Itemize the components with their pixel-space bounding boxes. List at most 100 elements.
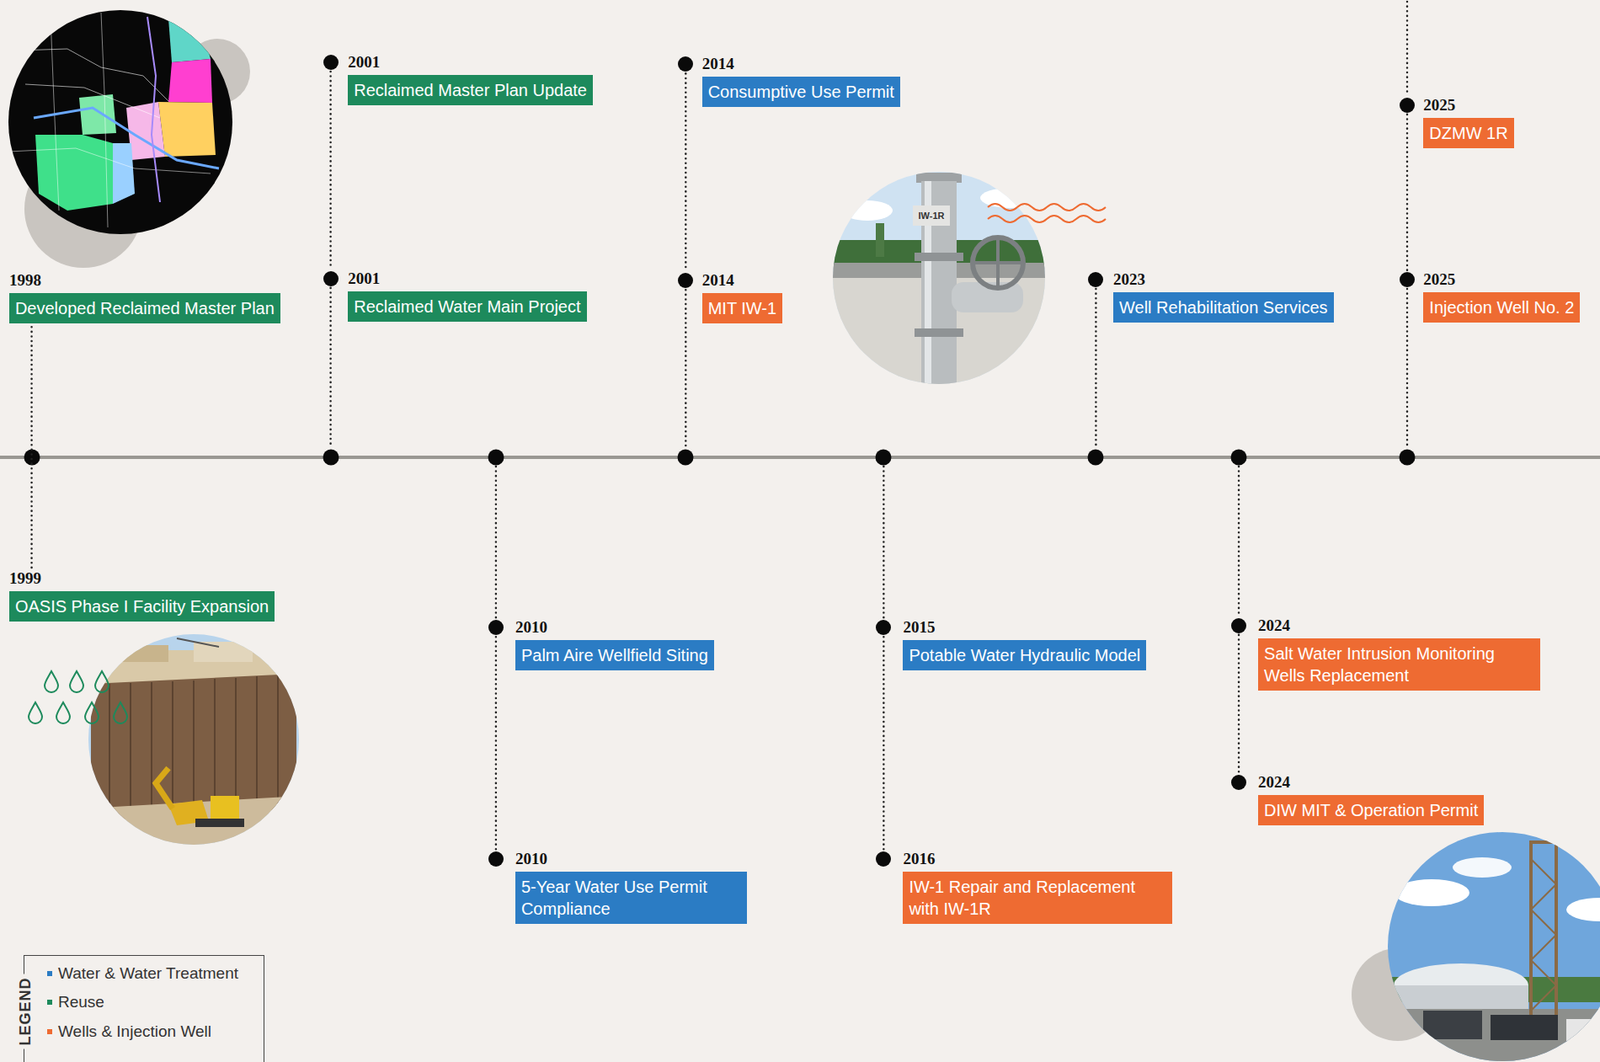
- year-label: 2024: [1258, 771, 1484, 794]
- event-box: Developed Reclaimed Master Plan: [9, 293, 281, 324]
- legend-title: LEGEND: [16, 973, 35, 1049]
- leader-line: [1406, 1, 1409, 96]
- drill-rig-photo: [1490, 1014, 1558, 1040]
- construction-photo: [192, 680, 195, 815]
- timeline-event: 1999OASIS Phase I Facility Expansion: [9, 567, 275, 622]
- map-photo: [35, 134, 113, 211]
- year-label: 2025: [1423, 94, 1514, 117]
- water-drops: [56, 702, 70, 724]
- timeline-axis: [0, 449, 1600, 466]
- dotted-connector: [1406, 114, 1409, 271]
- event-box: Palm Aire Wellfield Siting: [515, 640, 715, 671]
- map-photo: [220, 58, 240, 186]
- map-photo: [0, 0, 245, 245]
- wave-symbol: [987, 203, 1106, 211]
- timeline-dot: [323, 54, 339, 70]
- water-drops: [44, 671, 59, 693]
- valve-photo: [829, 168, 1049, 388]
- map-photo: [101, 12, 108, 228]
- drill-rig-photo: [1530, 909, 1557, 935]
- legend-box: LEGENDWater & Water TreatmentReuseWells …: [23, 954, 265, 1062]
- timeline-dot: [677, 272, 694, 288]
- drill-rig-photo: [1393, 985, 1529, 1011]
- water-drops: [85, 702, 99, 724]
- drill-rig-photo: [1530, 884, 1557, 910]
- drill-rig-photo: [1530, 858, 1557, 885]
- timeline-dot: [488, 851, 504, 867]
- timeline-dot: [677, 56, 694, 72]
- timeline-dot: [488, 619, 504, 635]
- construction-photo: [256, 676, 258, 811]
- year-label: 1999: [9, 567, 275, 590]
- timeline-event: 2025DZMW 1R: [1423, 94, 1514, 149]
- valve-photo: [829, 168, 1049, 388]
- map-photo: [0, 0, 245, 245]
- leader-line: [1237, 466, 1241, 617]
- map-photo: [25, 84, 160, 118]
- timeline-event: 2014Consumptive Use Permit: [702, 53, 901, 107]
- event-box: 5-Year Water Use Permit Compliance: [515, 871, 747, 924]
- timeline-event: 2001Reclaimed Water Main Project: [347, 267, 587, 322]
- water-drops: [28, 702, 43, 724]
- decor-circle: [24, 38, 1445, 1041]
- valve-photo: [912, 205, 950, 226]
- leader-line: [684, 289, 688, 448]
- construction-photo: [210, 795, 240, 820]
- map-photo: [168, 18, 211, 63]
- map-photo: [79, 94, 117, 135]
- construction-photo: [108, 683, 111, 821]
- dotted-connector: [30, 326, 33, 569]
- map-photo: [16, 48, 169, 102]
- leader-line: [1406, 288, 1409, 448]
- year-label: 2010: [515, 616, 715, 639]
- event-box: Salt Water Intrusion Monitoring Wells Re…: [1258, 638, 1541, 691]
- drill-rig-photo: [1530, 985, 1557, 1011]
- construction-photo: [176, 638, 219, 647]
- event-box: Injection Well No. 2: [1423, 292, 1580, 323]
- event-box: IW-1 Repair and Replacement with IW-1R: [902, 871, 1173, 924]
- year-label: 2010: [515, 848, 747, 870]
- year-label: 2001: [347, 51, 593, 74]
- year-label: 2016: [902, 848, 1173, 870]
- drill-rig-photo: [1530, 842, 1557, 1019]
- construction-photo: [84, 795, 304, 851]
- construction-photo: [171, 681, 174, 816]
- timeline-event: 2024DIW MIT & Operation Permit: [1258, 771, 1484, 826]
- timeline-axis: [1088, 449, 1104, 466]
- legend-swatch: [47, 970, 53, 976]
- timeline-axis: [677, 449, 694, 466]
- dotted-connector: [1237, 634, 1241, 774]
- timeline-axis: [488, 449, 505, 466]
- photo-label: IW-1R: [917, 210, 947, 222]
- event-box: Consumptive Use Permit: [702, 76, 901, 107]
- timeline-event: 20105-Year Water Use Permit Compliance: [515, 848, 747, 924]
- timeline-axis: [1399, 449, 1416, 466]
- event-box: DZMW 1R: [1423, 117, 1514, 149]
- year-label: 2024: [1258, 614, 1541, 637]
- construction-photo: [277, 675, 279, 810]
- construction-photo: [84, 631, 304, 851]
- timeline-event: 2010Palm Aire Wellfield Siting: [515, 616, 715, 671]
- timeline-event: 2001Reclaimed Master Plan Update: [347, 51, 593, 106]
- drill-rig-photo: [1452, 857, 1512, 878]
- legend-swatch: [47, 999, 53, 1005]
- legend-text: Wells & Injection Well: [58, 1021, 212, 1042]
- drill-rig-photo: [1393, 879, 1470, 907]
- timeline-event: 2015Potable Water Hydraulic Model: [902, 616, 1147, 671]
- drill-rig-photo: [1381, 1008, 1600, 1062]
- drill-rig-photo: [1381, 829, 1600, 1062]
- timeline-event: 2014MIT IW-1: [702, 269, 783, 324]
- timeline-event: 2025Injection Well No. 2: [1423, 268, 1580, 323]
- event-box: OASIS Phase I Facility Expansion: [9, 591, 275, 622]
- construction-photo: [84, 631, 304, 851]
- timeline-axis: [1231, 449, 1248, 466]
- construction-photo: [195, 818, 245, 827]
- event-box: Reclaimed Water Main Project: [347, 291, 587, 322]
- dotted-connector: [495, 636, 498, 850]
- valve-photo: [842, 200, 893, 221]
- drill-rig-photo: [1423, 1010, 1483, 1040]
- legend-text: Reuse: [58, 992, 105, 1013]
